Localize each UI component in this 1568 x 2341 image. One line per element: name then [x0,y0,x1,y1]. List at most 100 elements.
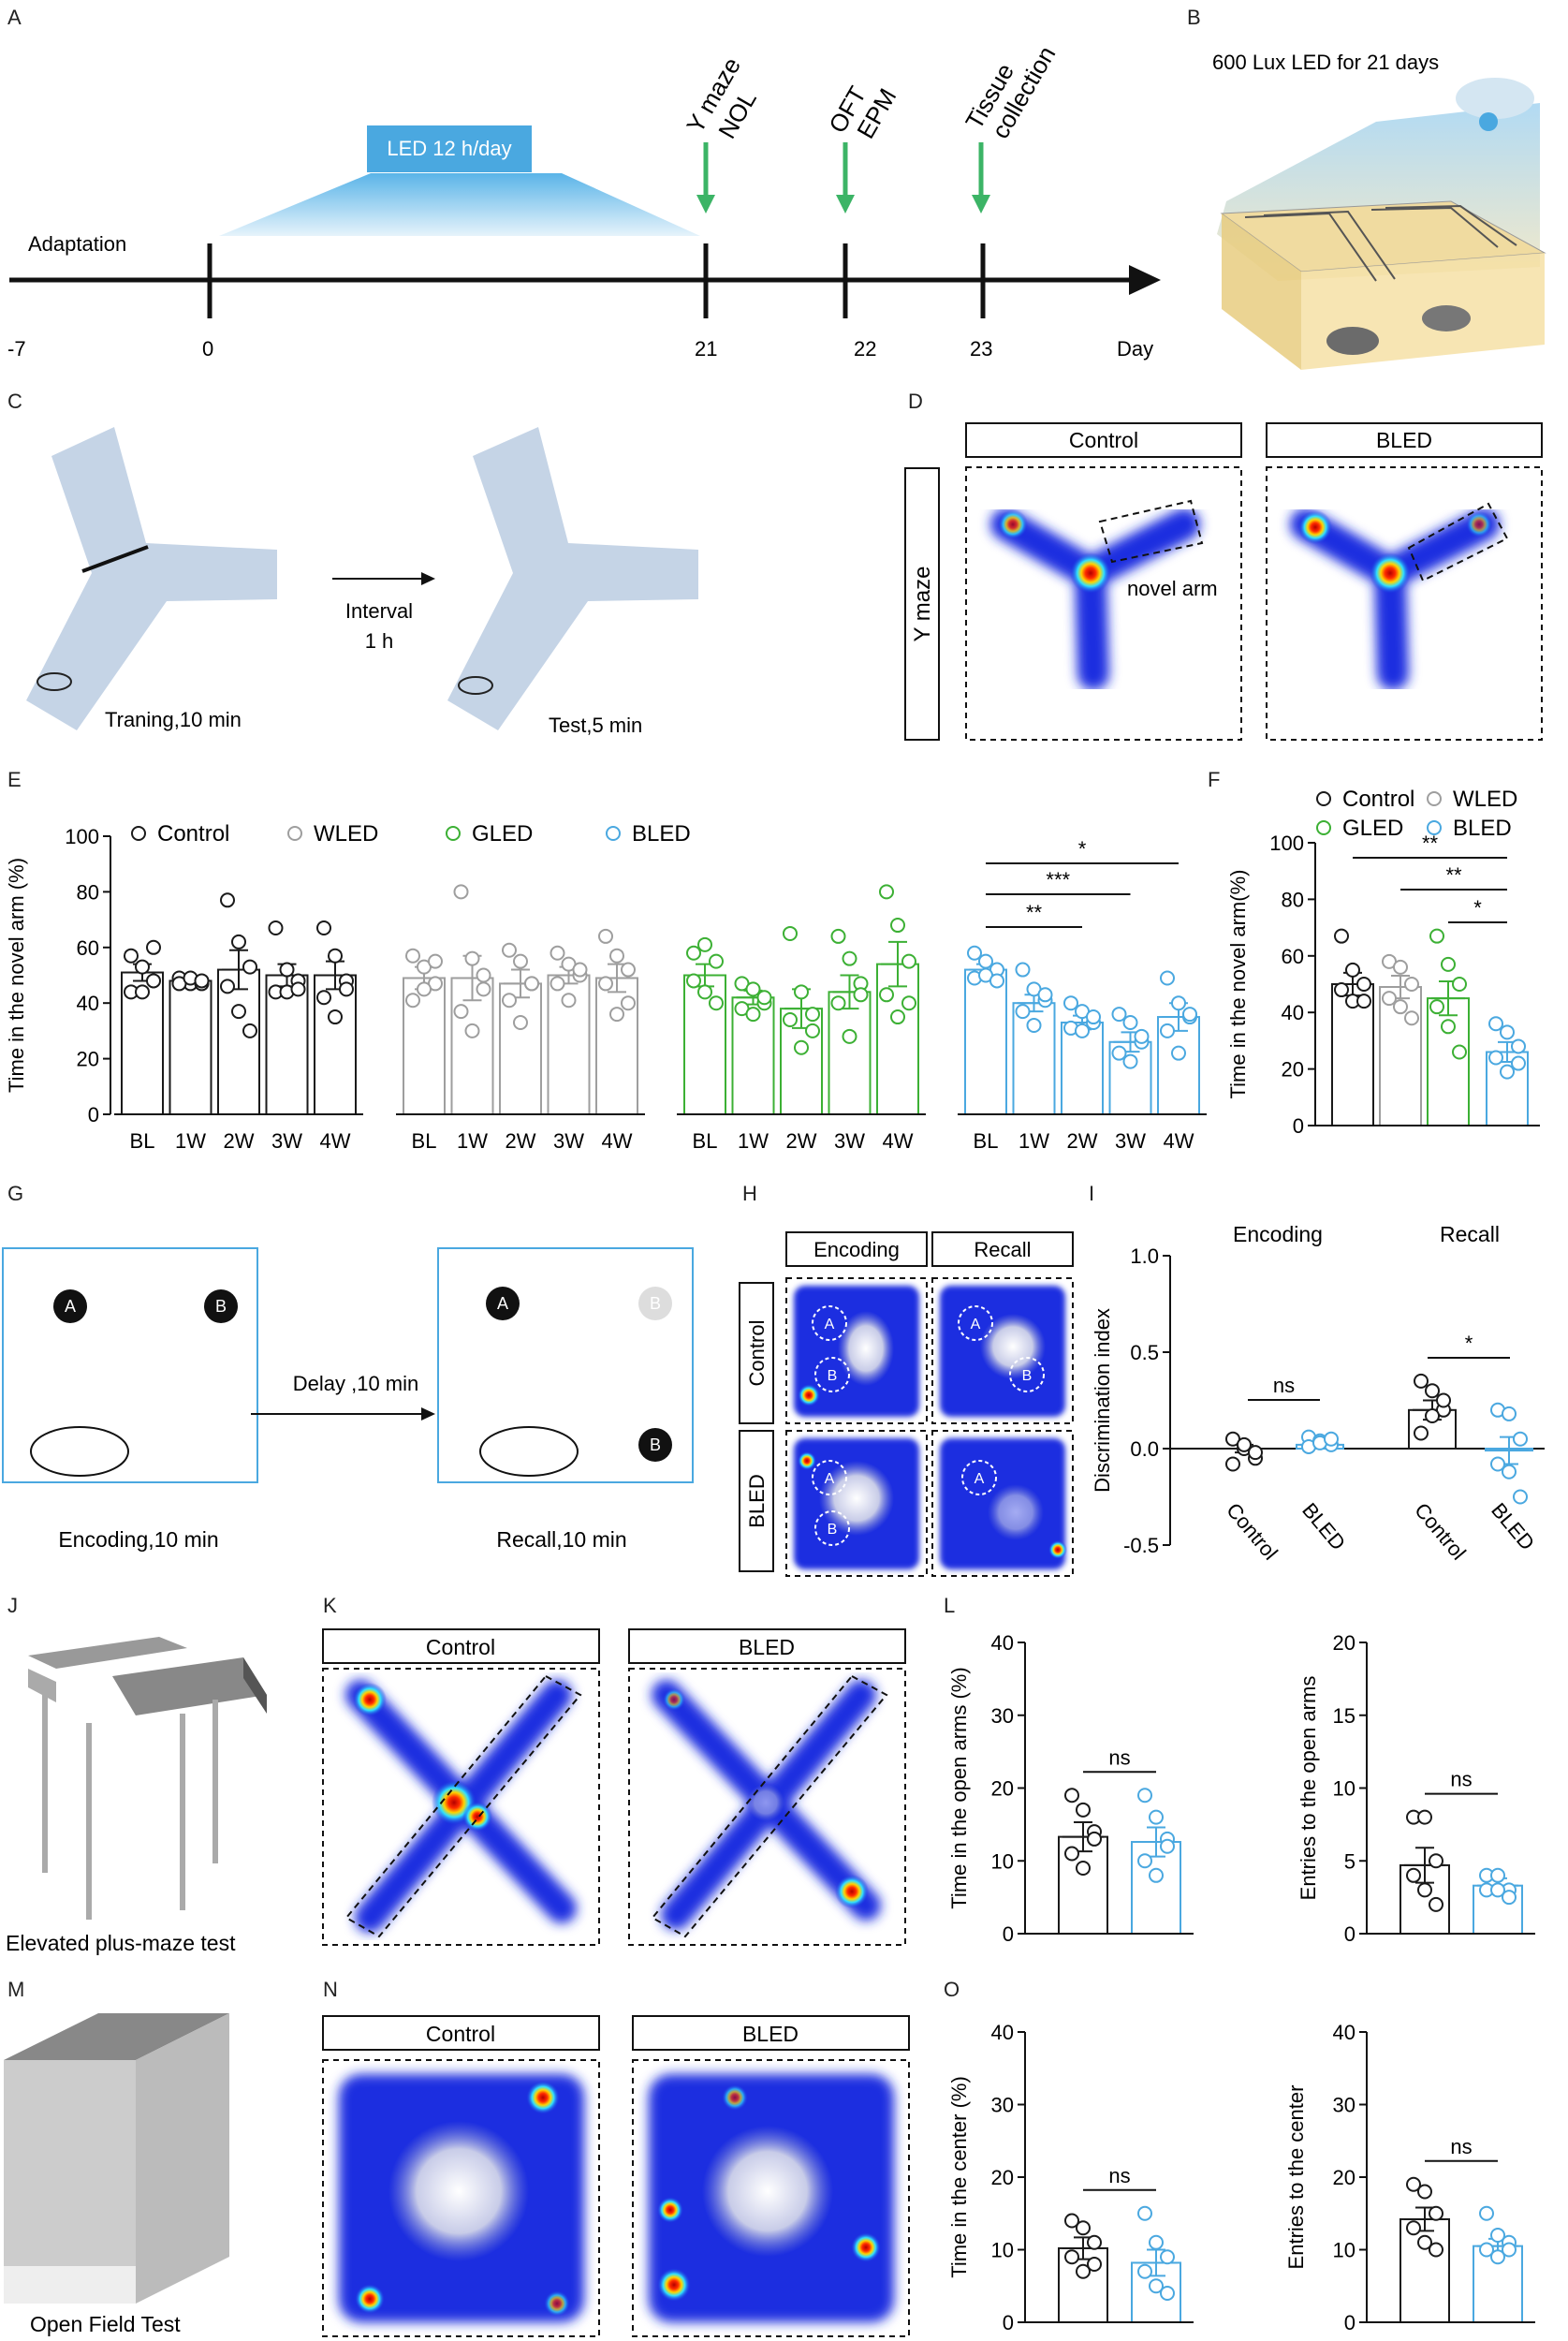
significance-label: ns [1108,1745,1130,1769]
data-point [783,925,798,941]
data-point [1111,1007,1127,1023]
data-point [1026,1017,1042,1033]
bar [828,991,872,1115]
data-point [1160,970,1175,986]
panel-letter-f: F [1208,768,1220,791]
tick-label-22: 22 [854,337,876,361]
data-point [830,928,846,944]
y-tick-label: 20 [1282,1058,1304,1082]
x-tick-label: 1W [1018,1129,1049,1153]
data-point [316,920,331,936]
panel-letter-h: H [742,1182,757,1205]
y-maze-schematic: Interval 1 h Traning,10 min Test,5 min [26,427,698,737]
data-point [1111,1045,1127,1061]
y-tick-label: 0 [1293,1114,1304,1138]
data-point [686,973,701,989]
data-point [621,962,636,978]
data-point [1087,2257,1102,2272]
adaptation-label: Adaptation [28,232,126,256]
y-tick-label: 30 [991,1704,1014,1728]
encoding-label: Encoding,10 min [58,1527,218,1552]
y-tick-label: -0.5 [1123,1534,1159,1557]
panel-letter-c: C [7,390,22,413]
data-point [1382,991,1397,1007]
data-point [890,918,905,934]
data-point [1490,2228,1505,2243]
legend-marker [131,826,146,841]
data-point [453,1004,469,1020]
data-point [978,953,993,969]
x-tick-label: 1W [738,1129,769,1153]
x-tick-label: 4W [602,1129,633,1153]
data-point [1137,1853,1152,1869]
ymaze-col-control: Control [1069,428,1138,452]
y-tick-label: 20 [1333,1631,1356,1655]
data-point [686,945,701,961]
data-point [1490,2249,1505,2265]
x-tick-label: BL [130,1129,155,1153]
panel-letter-a: A [7,6,22,29]
data-point [1502,1890,1517,1906]
data-point [1414,1373,1429,1389]
data-point [1488,1050,1503,1066]
heatmap-row-control: Control [745,1320,769,1387]
data-point [1488,1016,1503,1032]
data-point [194,973,210,989]
led-label: LED 12 h/day [387,137,511,160]
data-point [476,967,491,983]
data-point [1404,1010,1419,1026]
x-tick-label: 3W [271,1129,302,1153]
data-point [1237,1436,1252,1452]
data-point [1064,2213,1079,2229]
data-point [464,1023,480,1038]
oft-col-control: Control [426,2022,495,2046]
y-tick-label: 20 [991,1777,1014,1801]
data-point [561,993,577,1009]
data-point [697,984,712,1000]
heatmap-label-a: A [825,1317,835,1332]
significance-label: ** [1422,832,1439,855]
panel-letter-l: L [944,1594,955,1617]
y-axis-label: Time in the open arms (%) [947,1667,971,1908]
data-point [1037,987,1053,1003]
oft-caption: Open Field Test [30,2312,181,2336]
significance-label: ** [1445,863,1462,887]
data-point [1064,1788,1079,1804]
y-tick-label: 40 [77,992,99,1015]
legend-label: BLED [1453,816,1512,841]
data-point [1334,928,1349,944]
data-point [1429,2205,1443,2221]
data-point [1171,1045,1186,1061]
y-tick-label: 30 [991,2094,1014,2117]
y-tick-label: 0 [1003,2311,1014,2334]
data-point [502,942,517,958]
object-a-recall: A [497,1294,508,1313]
x-tick-label: BLED [1487,1498,1539,1554]
data-point [879,884,894,900]
interval-label: Interval [345,599,413,623]
data-point [1149,1809,1164,1825]
y-tick-label: 10 [1333,1777,1356,1801]
timeline-panel: LED 12 h/day Adaptation -7 0 21 22 23 Da… [7,41,1161,361]
data-point [745,981,761,997]
x-tick-label: BL [412,1129,437,1153]
x-tick-label: BL [693,1129,718,1153]
data-point [842,1028,857,1044]
bar [964,968,1007,1116]
data-point [842,950,857,966]
data-point [1087,2234,1102,2250]
legend-label: BLED [632,821,691,847]
data-point [1404,977,1419,992]
data-point [242,1023,257,1038]
y-tick-label: 0 [1344,2311,1356,2334]
led-cage-illustration: 600 Lux LED for 21 days [1212,51,1546,370]
data-point [1429,1853,1443,1869]
data-point [242,959,257,975]
panel-letter-n: N [323,1978,338,2001]
data-point [1429,1896,1443,1912]
panel-letter-k: K [323,1594,337,1617]
legend-marker [1427,791,1442,806]
data-point [1122,1053,1138,1069]
data-point [1225,1456,1240,1472]
